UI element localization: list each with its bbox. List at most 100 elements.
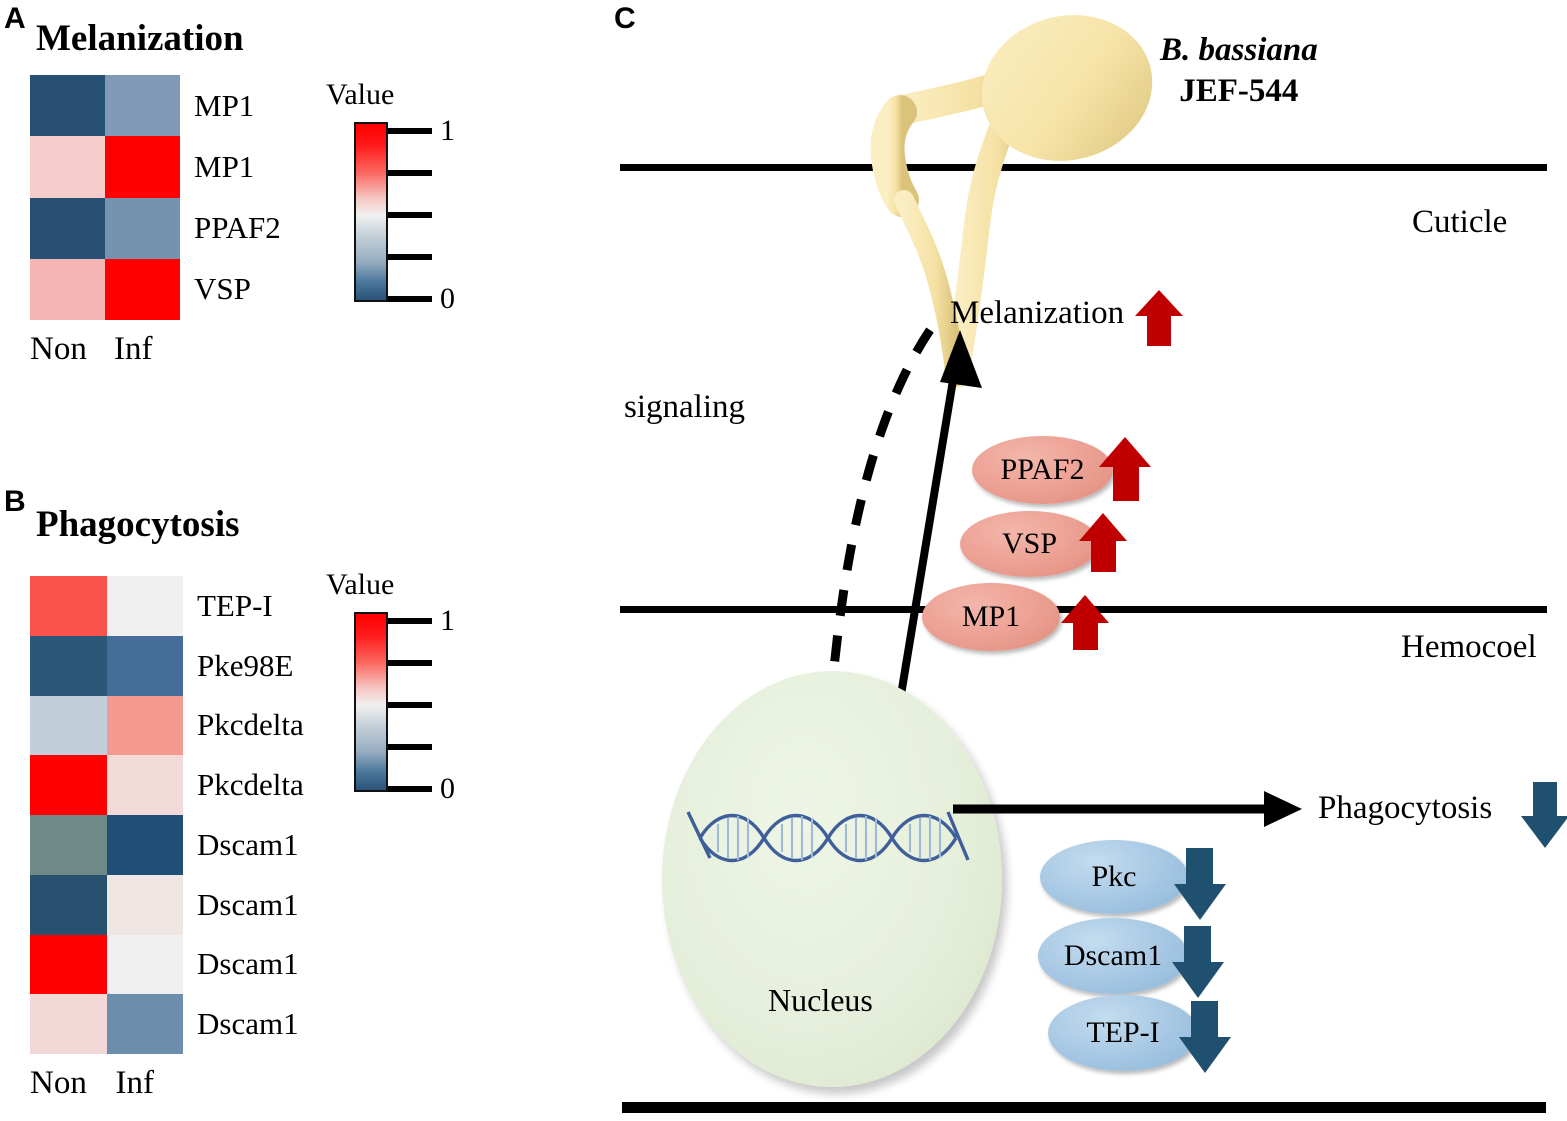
protein-tep1: TEP-I: [1048, 995, 1198, 1071]
panel-b-letter: B: [4, 485, 26, 518]
basement-line: [622, 1102, 1546, 1113]
colorbar-title-b: Value: [326, 568, 395, 601]
melanization-heatmap: [30, 75, 180, 320]
heatmap-cell: [30, 755, 107, 815]
heatmap-cell: [106, 874, 183, 935]
heatmap-row-label: Dscam1: [197, 1006, 299, 1042]
heatmap-cell: [105, 75, 180, 137]
phagocytosis-arrowhead: [1264, 791, 1302, 827]
tep1-arrow-svg: [1179, 1001, 1231, 1073]
heatmap-column-label: Inf: [115, 1065, 154, 1101]
colorbar-tick: [388, 212, 432, 218]
colorbar-tick: [388, 744, 432, 750]
arrow-up-icon: [1099, 437, 1151, 501]
panel-a-title: Melanization: [36, 18, 244, 59]
phagocytosis-heatmap: [30, 576, 183, 1054]
cuticle-label: Cuticle: [1412, 204, 1508, 240]
arrow-down-icon: [1174, 848, 1226, 920]
pkc-arrow-svg: [1174, 848, 1226, 920]
arrow-up-icon: [1135, 290, 1183, 346]
heatmap-cell: [106, 635, 183, 696]
protein-pkc-label: Pkc: [1091, 860, 1137, 893]
colorbar-gradient-b: [354, 612, 388, 792]
heatmap-row-label: PPAF2: [194, 210, 281, 246]
heatmap-row-label: Pkcdelta: [197, 707, 304, 743]
heatmap-row-label: Dscam1: [197, 886, 299, 922]
heatmap-row-label: Pke98E: [197, 647, 294, 683]
heatmap-cell: [30, 258, 105, 320]
melanization-label: Melanization: [950, 295, 1125, 331]
phagocytosis-down-arrow-svg: [1521, 782, 1567, 848]
melanization-up-arrow-svg: [1135, 290, 1183, 346]
colorbar-tick: [388, 128, 432, 134]
heatmap-column-label: Non: [30, 331, 87, 367]
heatmap-cell: [106, 695, 183, 756]
ppaf2-arrow-svg: [1099, 437, 1151, 501]
protein-dscam1: Dscam1: [1038, 918, 1188, 994]
species-label: B. bassiana JEF-544: [1160, 30, 1318, 113]
heatmap-cell: [30, 75, 105, 137]
protein-vsp: VSP: [960, 511, 1099, 577]
species-name: B. bassiana: [1160, 32, 1318, 68]
heatmap-cell: [106, 994, 183, 1054]
heatmap-column-label: Inf: [114, 331, 153, 367]
heatmap-cell: [30, 994, 107, 1054]
colorbar-min-a: 0: [440, 282, 455, 315]
cuticle-line: [620, 164, 1547, 171]
phagocytosis-label: Phagocytosis: [1318, 790, 1493, 826]
heatmap-row-label: MP1: [194, 87, 255, 123]
strain-name: JEF-544: [1179, 73, 1299, 110]
protein-tep1-label: TEP-I: [1086, 1016, 1160, 1049]
colorbar-tick: [388, 786, 432, 792]
heatmap-cell: [30, 934, 107, 995]
heatmap-cell: [30, 197, 105, 259]
panel-a-letter: A: [4, 2, 26, 35]
colorbar-max-a: 1: [440, 114, 455, 147]
colorbar-gradient-a: [354, 122, 388, 302]
hemocoel-label: Hemocoel: [1401, 629, 1537, 665]
arrow-down-icon: [1179, 1001, 1231, 1073]
heatmap-cell: [30, 635, 107, 696]
colorbar-tick: [388, 254, 432, 260]
signaling-dashed-line: [823, 327, 934, 741]
heatmap-column-label: Non: [30, 1065, 87, 1101]
germ-tube-bend: [870, 95, 919, 217]
conidium-spore: [981, 15, 1153, 161]
colorbar-tick: [388, 660, 432, 666]
heatmap-row-label: Dscam1: [197, 946, 299, 982]
colorbar-tick: [388, 618, 432, 624]
heatmap-row-label: TEP-I: [197, 587, 273, 623]
heatmap-row-label: MP1: [194, 148, 255, 184]
arrow-down-icon: [1172, 926, 1224, 998]
heatmap-cell: [30, 136, 105, 198]
heatmap-cell: [30, 874, 107, 935]
protein-vsp-label: VSP: [1001, 527, 1058, 560]
nucleus-label: Nucleus: [768, 982, 873, 1018]
phagocytosis-arrow-svg: [953, 791, 1302, 827]
protein-dscam1-label: Dscam1: [1063, 939, 1163, 972]
protein-mp1-label: MP1: [961, 600, 1021, 633]
dscam1-arrow-svg: [1172, 926, 1224, 998]
colorbar-tick: [388, 296, 432, 302]
heatmap-cell: [30, 695, 107, 756]
protein-mp1: MP1: [922, 583, 1060, 651]
heatmap-cell: [30, 815, 107, 875]
mp1-arrow-svg: [1061, 595, 1109, 650]
colorbar-max-b: 1: [440, 604, 455, 637]
colorbar-min-b: 0: [440, 772, 455, 805]
melanization-colorbar: Value 1 0: [320, 80, 470, 320]
colorbar-title-a: Value: [326, 78, 395, 111]
heatmap-cell: [105, 258, 180, 320]
arrow-up-icon: [1079, 513, 1127, 572]
heatmap-cell: [105, 197, 180, 259]
heatmap-cell: [106, 755, 183, 815]
heatmap-cell: [105, 136, 180, 198]
panel-c-letter: C: [614, 2, 636, 35]
heatmap-cell: [106, 934, 183, 995]
heatmap-row-label: VSP: [194, 271, 251, 307]
signaling-label: signaling: [624, 389, 745, 425]
heatmap-cell: [106, 576, 183, 636]
arrow-down-icon: [1521, 782, 1567, 848]
protein-pkc: Pkc: [1040, 840, 1188, 914]
colorbar-tick: [388, 170, 432, 176]
